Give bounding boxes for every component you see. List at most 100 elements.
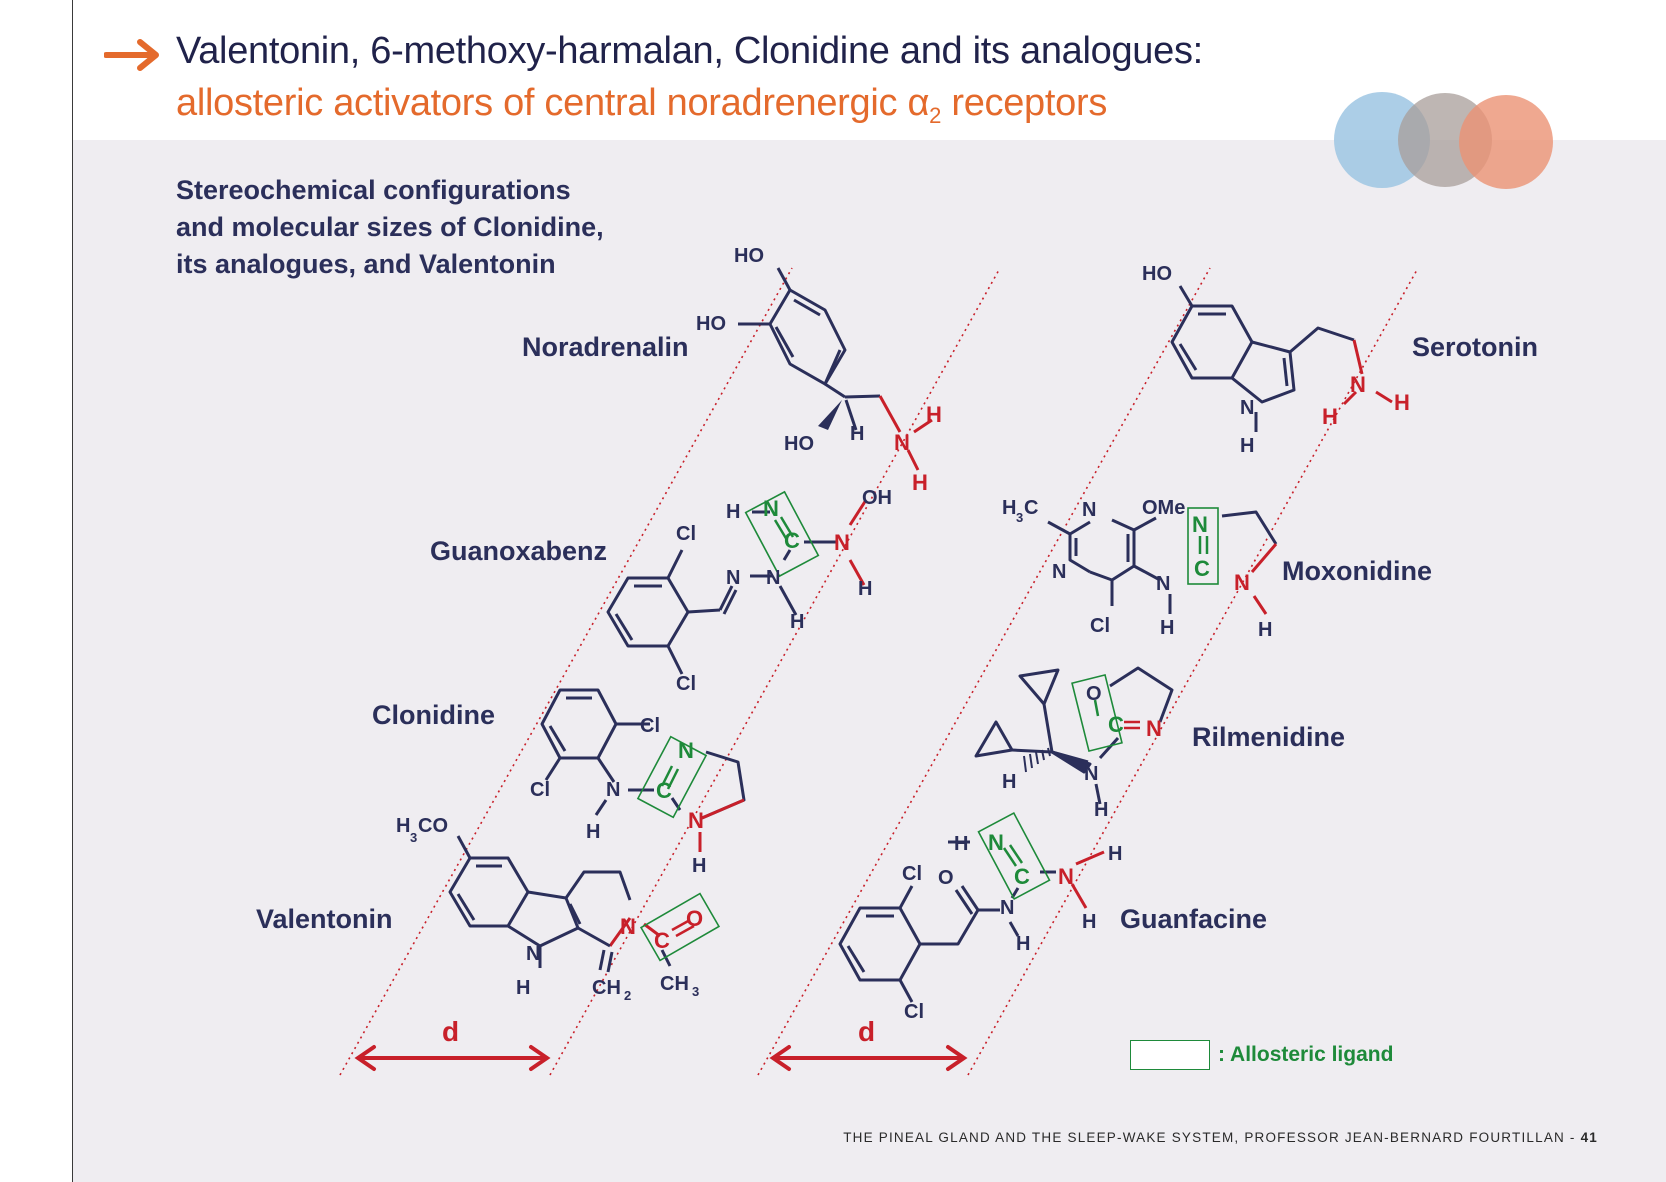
- svg-text:3: 3: [410, 830, 417, 845]
- label-guanoxabenz: Guanoxabenz: [430, 536, 608, 566]
- svg-text:O: O: [1086, 683, 1102, 705]
- footer-text: THE PINEAL GLAND AND THE SLEEP-WAKE SYST…: [843, 1130, 1581, 1145]
- svg-text:C: C: [784, 528, 800, 553]
- guanoxabenz-allosteric-box: [744, 490, 820, 578]
- rilmenidine-allosteric-box: [1071, 673, 1140, 753]
- moxonidine-allosteric-box: [1187, 507, 1219, 585]
- valentonin-structure: [448, 835, 672, 973]
- label-rilmenidine: Rilmenidine: [1192, 722, 1346, 752]
- svg-text:H: H: [954, 833, 968, 855]
- svg-text:N: N: [1240, 397, 1254, 419]
- svg-text:N: N: [1234, 570, 1250, 595]
- svg-text:Cl: Cl: [1090, 615, 1110, 637]
- svg-text:N: N: [1000, 897, 1014, 919]
- svg-text:H: H: [1258, 619, 1272, 641]
- clonidine-allosteric-box: [636, 735, 708, 819]
- content-panel: [73, 140, 1666, 1182]
- boundary-lines: [339, 267, 1419, 1076]
- svg-text:3: 3: [692, 984, 699, 999]
- svg-text:HO: HO: [1142, 263, 1172, 285]
- svg-text:Cl: Cl: [530, 779, 550, 801]
- label-moxonidine: Moxonidine: [1282, 556, 1432, 586]
- label-serotonin: Serotonin: [1412, 332, 1538, 362]
- distance-label-left: d: [442, 1016, 460, 1047]
- clonidine-structure: [540, 688, 746, 852]
- distance-arrow-right: [769, 1045, 968, 1071]
- distance-label-right: d: [858, 1016, 876, 1047]
- svg-text:C: C: [654, 928, 670, 953]
- svg-text:N: N: [678, 738, 694, 763]
- svg-text:CH: CH: [592, 977, 621, 999]
- label-valentonin: Valentonin: [256, 904, 393, 934]
- svg-text:N: N: [1156, 573, 1170, 595]
- valentonin-allosteric-box: [639, 892, 721, 962]
- svg-text:HO: HO: [784, 433, 814, 455]
- right-arrow-icon: [104, 39, 159, 71]
- title-suffix: receptors: [941, 82, 1108, 124]
- guanfacine-allosteric-box: [977, 811, 1051, 901]
- svg-text:CH: CH: [660, 973, 689, 995]
- svg-text:N: N: [1084, 763, 1098, 785]
- left-rule: [72, 0, 74, 1182]
- svg-text:Cl: Cl: [902, 863, 922, 885]
- svg-text:H: H: [1094, 799, 1108, 821]
- svg-text:H: H: [1002, 497, 1016, 519]
- svg-text:H: H: [1394, 390, 1410, 415]
- svg-text:H: H: [586, 821, 600, 843]
- svg-text:N: N: [766, 567, 780, 589]
- label-noradrenalin: Noradrenalin: [522, 332, 689, 362]
- svg-text:Cl: Cl: [676, 523, 696, 545]
- svg-text:Cl: Cl: [904, 1001, 924, 1023]
- svg-text:C: C: [1014, 864, 1030, 889]
- legend-swatch: [1130, 1040, 1210, 1070]
- svg-text:O: O: [686, 906, 703, 931]
- label-guanfacine: Guanfacine: [1120, 904, 1268, 934]
- svg-text:C: C: [1194, 556, 1210, 581]
- footer: THE PINEAL GLAND AND THE SLEEP-WAKE SYST…: [843, 1130, 1598, 1145]
- svg-text:N: N: [726, 567, 740, 589]
- svg-text:N: N: [988, 830, 1004, 855]
- page-title-subline: allosteric activators of central noradre…: [176, 82, 1107, 129]
- svg-text:H: H: [396, 815, 410, 837]
- svg-text:O: O: [938, 867, 954, 889]
- svg-text:H: H: [1240, 435, 1254, 457]
- alpha-subscript: 2: [929, 103, 942, 128]
- svg-text:N: N: [1192, 512, 1208, 537]
- svg-text:Cl: Cl: [676, 673, 696, 695]
- svg-text:H: H: [858, 578, 872, 600]
- svg-text:OH: OH: [862, 487, 892, 509]
- svg-text:HO: HO: [696, 313, 726, 335]
- svg-text:H: H: [790, 611, 804, 633]
- svg-text:N: N: [1082, 499, 1096, 521]
- page-number: 41: [1580, 1130, 1598, 1145]
- svg-text:N: N: [894, 430, 910, 455]
- svg-text:H: H: [1002, 771, 1016, 793]
- guanoxabenz-structure: [606, 499, 868, 675]
- serotonin-structure: [1170, 285, 1393, 432]
- svg-text:N: N: [763, 496, 779, 521]
- svg-text:H: H: [926, 402, 942, 427]
- rilmenidine-stereo-hash: [1023, 747, 1051, 773]
- svg-text:H: H: [912, 470, 928, 495]
- svg-text:H: H: [726, 501, 740, 523]
- svg-text:2: 2: [624, 988, 631, 1003]
- svg-text:Cl: Cl: [640, 715, 660, 737]
- svg-text:N: N: [1058, 864, 1074, 889]
- atom-labels: HO HO HO H N H H H N C N OH H Cl N N H C…: [396, 245, 1410, 1023]
- svg-text:H: H: [516, 977, 530, 999]
- svg-text:N: N: [606, 779, 620, 801]
- svg-text:H: H: [1108, 843, 1122, 865]
- rilmenidine-structure: [974, 666, 1174, 805]
- svg-text:C: C: [656, 778, 672, 803]
- guanfacine-structure: [838, 840, 1105, 1003]
- alpha-symbol: α: [907, 82, 930, 124]
- svg-text:H: H: [1322, 404, 1338, 429]
- legend-text: : Allosteric ligand: [1218, 1043, 1394, 1066]
- svg-text:HO: HO: [734, 245, 764, 267]
- svg-text:H: H: [1016, 933, 1030, 955]
- svg-text:3: 3: [1016, 510, 1023, 525]
- svg-text:H: H: [850, 423, 864, 445]
- svg-text:C: C: [1108, 712, 1124, 737]
- svg-text:N: N: [526, 943, 540, 965]
